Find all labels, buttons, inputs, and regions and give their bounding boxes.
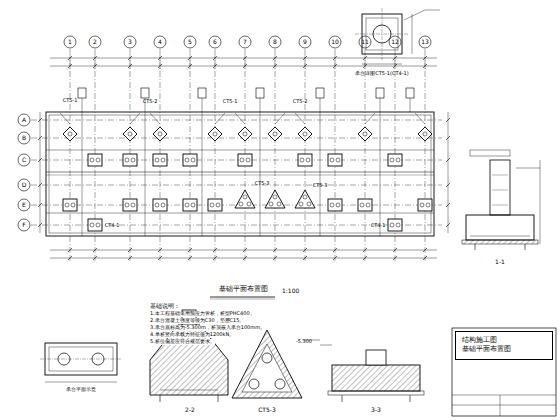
axis-number: 8: [273, 39, 277, 46]
member-label: CT5-3: [313, 183, 328, 189]
note-text: 基础说明：: [150, 303, 180, 309]
member-label: 3-3: [371, 407, 381, 414]
axis-number: B: [22, 135, 26, 142]
note-text: 4.单桩竖向承载力特征值为1200kN。: [150, 332, 234, 338]
member-label: CT5-3: [258, 407, 276, 414]
axis-number: D: [22, 182, 27, 189]
note-text: 1.本工程基础采用预应力管桩，桩型PHC400。: [150, 311, 255, 317]
member-label: 1-1: [495, 259, 505, 266]
member-label: -5.300: [296, 339, 312, 345]
axis-number: 2: [93, 39, 97, 46]
member-label: 2-2: [185, 407, 195, 414]
axis-number: 3: [128, 39, 132, 46]
linework: [18, 8, 556, 416]
title-block: 结构施工图基础平面布置图: [455, 331, 553, 360]
member-label: CT5-3: [255, 181, 270, 187]
member-label: CT5-1: [223, 99, 238, 105]
axis-number: A: [22, 117, 26, 124]
title-text: 基础平面布置图: [462, 345, 546, 354]
member-label: CT5-1: [63, 98, 78, 104]
axis-number: 1: [68, 39, 72, 46]
axis-number: 6: [213, 39, 217, 46]
axis-number: 7: [243, 39, 247, 46]
note-text: 1:100: [282, 288, 299, 295]
axis-number: 4: [158, 39, 162, 46]
axis-number: 9: [303, 39, 307, 46]
axis-number: C: [22, 157, 26, 164]
member-label: CT4-1: [371, 223, 386, 229]
note-text: 基础平面布置图: [219, 286, 268, 294]
member-label: CT4-1: [105, 223, 120, 229]
title-text: 结构施工图: [462, 336, 546, 345]
member-label: 承台平面示意: [66, 387, 96, 393]
axis-number: F: [22, 222, 25, 229]
member-label: 承台详图CT5-1(CT4-1): [355, 71, 408, 77]
note-text: 5.桩位偏差应符合规范要求。: [150, 339, 215, 345]
member-label: CT5-2: [143, 99, 158, 105]
axis-number: 12: [391, 39, 399, 46]
member-label: CT5-2: [293, 99, 308, 105]
axis-number: E: [22, 202, 26, 209]
note-text: 2.承台混凝土强度等级为C30，垫层C15。: [150, 318, 244, 324]
note-text: 3.承台底标高为-5.300m，桩顶嵌入承台100mm。: [150, 325, 265, 331]
axis-number: 11: [361, 39, 369, 46]
axis-number: 5: [188, 39, 192, 46]
axis-number: 13: [421, 39, 429, 46]
axis-number: 10: [331, 39, 339, 46]
